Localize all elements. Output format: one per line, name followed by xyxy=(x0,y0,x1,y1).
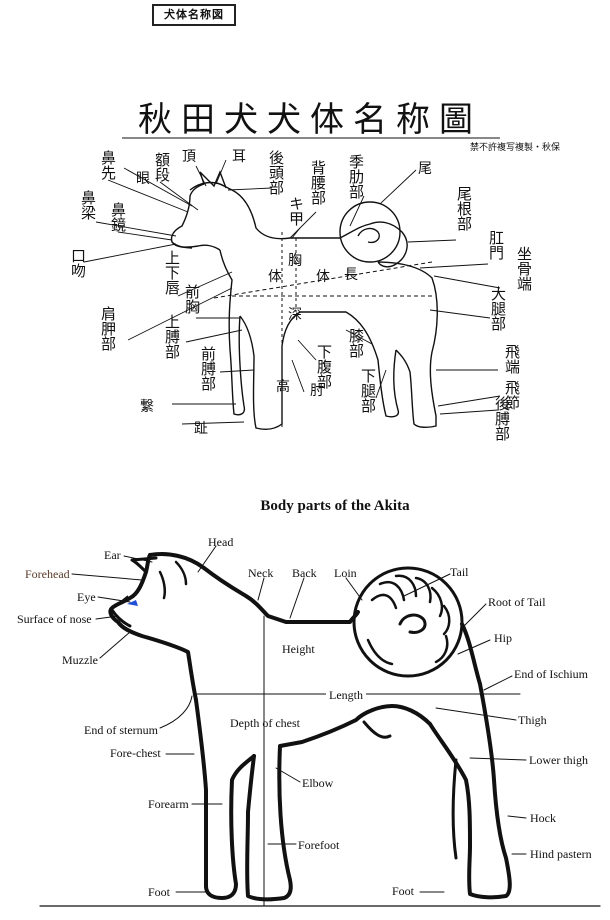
en-label-height: Height xyxy=(282,642,315,656)
en-label-foot-front: Foot xyxy=(148,885,171,899)
jp-label-body-length: 体 xyxy=(316,269,330,285)
jp-label-toes: 趾 xyxy=(194,421,208,437)
en-label-end-of-ischium: End of Ischium xyxy=(514,667,588,681)
en-label-hind-pastern: Hind pastern xyxy=(530,847,592,861)
jp-label-stop: 額段 xyxy=(153,152,171,182)
jp-label-nose-tip: 鼻先 xyxy=(99,150,117,180)
jp-label-forearm: 前膊部 xyxy=(199,346,217,391)
jp-label-pastern: 繋 xyxy=(140,399,154,415)
en-label-elbow: Elbow xyxy=(302,776,334,790)
jp-label-loin: 季肋部 xyxy=(347,154,365,199)
jp-label-hind-pastern: 飛節 xyxy=(503,380,521,410)
jp-label-tail-root: 尾根部 xyxy=(455,186,473,231)
jp-label-chest: 前胸 xyxy=(183,284,201,314)
jp-label-underbelly: 下腹部 xyxy=(315,344,333,389)
jp-label-nape: 後頭部 xyxy=(267,150,285,195)
en-label-hock: Hock xyxy=(530,811,556,825)
jp-label-tail: 尾 xyxy=(418,161,432,177)
jp-label-crown: 頂 xyxy=(182,149,196,165)
jp-label-thigh: 大腿部 xyxy=(489,286,507,331)
jp-label-body-length2: 長 xyxy=(344,267,358,283)
en-label-depth-of-chest: Depth of chest xyxy=(230,716,300,730)
en-label-head: Head xyxy=(208,535,234,549)
jp-label-mouth: 口吻 xyxy=(69,248,87,278)
en-label-hip: Hip xyxy=(494,631,512,645)
jp-label-rear-pastern: 後膊部 xyxy=(493,396,511,441)
jp-label-elbow: 肘 xyxy=(310,383,324,399)
en-label-root-of-tail: Root of Tail xyxy=(488,595,546,609)
stamp-label: 犬体名称図 xyxy=(152,4,236,26)
en-label-foot-rear: Foot xyxy=(392,884,415,898)
en-label-muzzle: Muzzle xyxy=(62,653,98,667)
en-label-tail: Tail xyxy=(450,565,469,579)
jp-label-eye: 眼 xyxy=(136,171,150,187)
en-label-forehead: Forehead xyxy=(25,567,70,581)
en-label-fore-chest: Fore-chest xyxy=(110,746,161,760)
eye-icon xyxy=(127,600,138,606)
en-label-loin: Loin xyxy=(334,566,357,580)
jp-label-body-height2: 高 xyxy=(276,379,290,395)
en-label-eye: Eye xyxy=(77,590,96,604)
en-title: Body parts of the Akita xyxy=(260,498,410,514)
jp-label-body-height: 体 xyxy=(268,269,282,285)
jp-label-anus: 肛門 xyxy=(487,230,505,260)
jp-label-bridge: 鼻梁 xyxy=(79,190,97,220)
jp-title: 秋田犬犬体名称圖 xyxy=(138,100,482,140)
jp-label-lower-thigh: 下腿部 xyxy=(359,368,377,413)
en-label-end-of-sternum: End of sternum xyxy=(84,723,158,737)
en-label-length: Length xyxy=(326,688,366,703)
en-label-ear: Ear xyxy=(104,548,121,562)
jp-label-ischium: 坐骨端 xyxy=(515,246,533,291)
jp-label-stifle: 膝部 xyxy=(347,328,365,358)
jp-label-chest-depth2: 深 xyxy=(288,307,302,323)
en-label-nose-surface: Surface of nose xyxy=(17,612,92,626)
en-label-thigh: Thigh xyxy=(518,713,547,727)
jp-label-withers: キ甲 xyxy=(287,196,305,226)
jp-label-upper-arm: 上膊部 xyxy=(163,314,181,359)
jp-label-lips: 上下唇 xyxy=(163,250,181,295)
jp-dog-illustration xyxy=(83,137,501,430)
jp-label-back: 背腰部 xyxy=(309,160,327,205)
en-label-forefoot: Forefoot xyxy=(298,838,340,852)
jp-label-chest-depth: 胸 xyxy=(288,253,302,269)
en-label-lower-thigh: Lower thigh xyxy=(529,753,588,767)
jp-credit: 禁不許複写複製・秋保 xyxy=(470,143,561,153)
jp-label-shoulder: 肩胛部 xyxy=(99,306,117,351)
jp-label-ear: 耳 xyxy=(232,149,246,165)
en-label-neck: Neck xyxy=(248,566,274,580)
jp-label-nose-mirror: 鼻鏡 xyxy=(109,202,127,232)
jp-label-hock: 飛端 xyxy=(503,344,521,374)
en-label-back: Back xyxy=(292,566,317,580)
en-label-forearm: Forearm xyxy=(148,797,189,811)
